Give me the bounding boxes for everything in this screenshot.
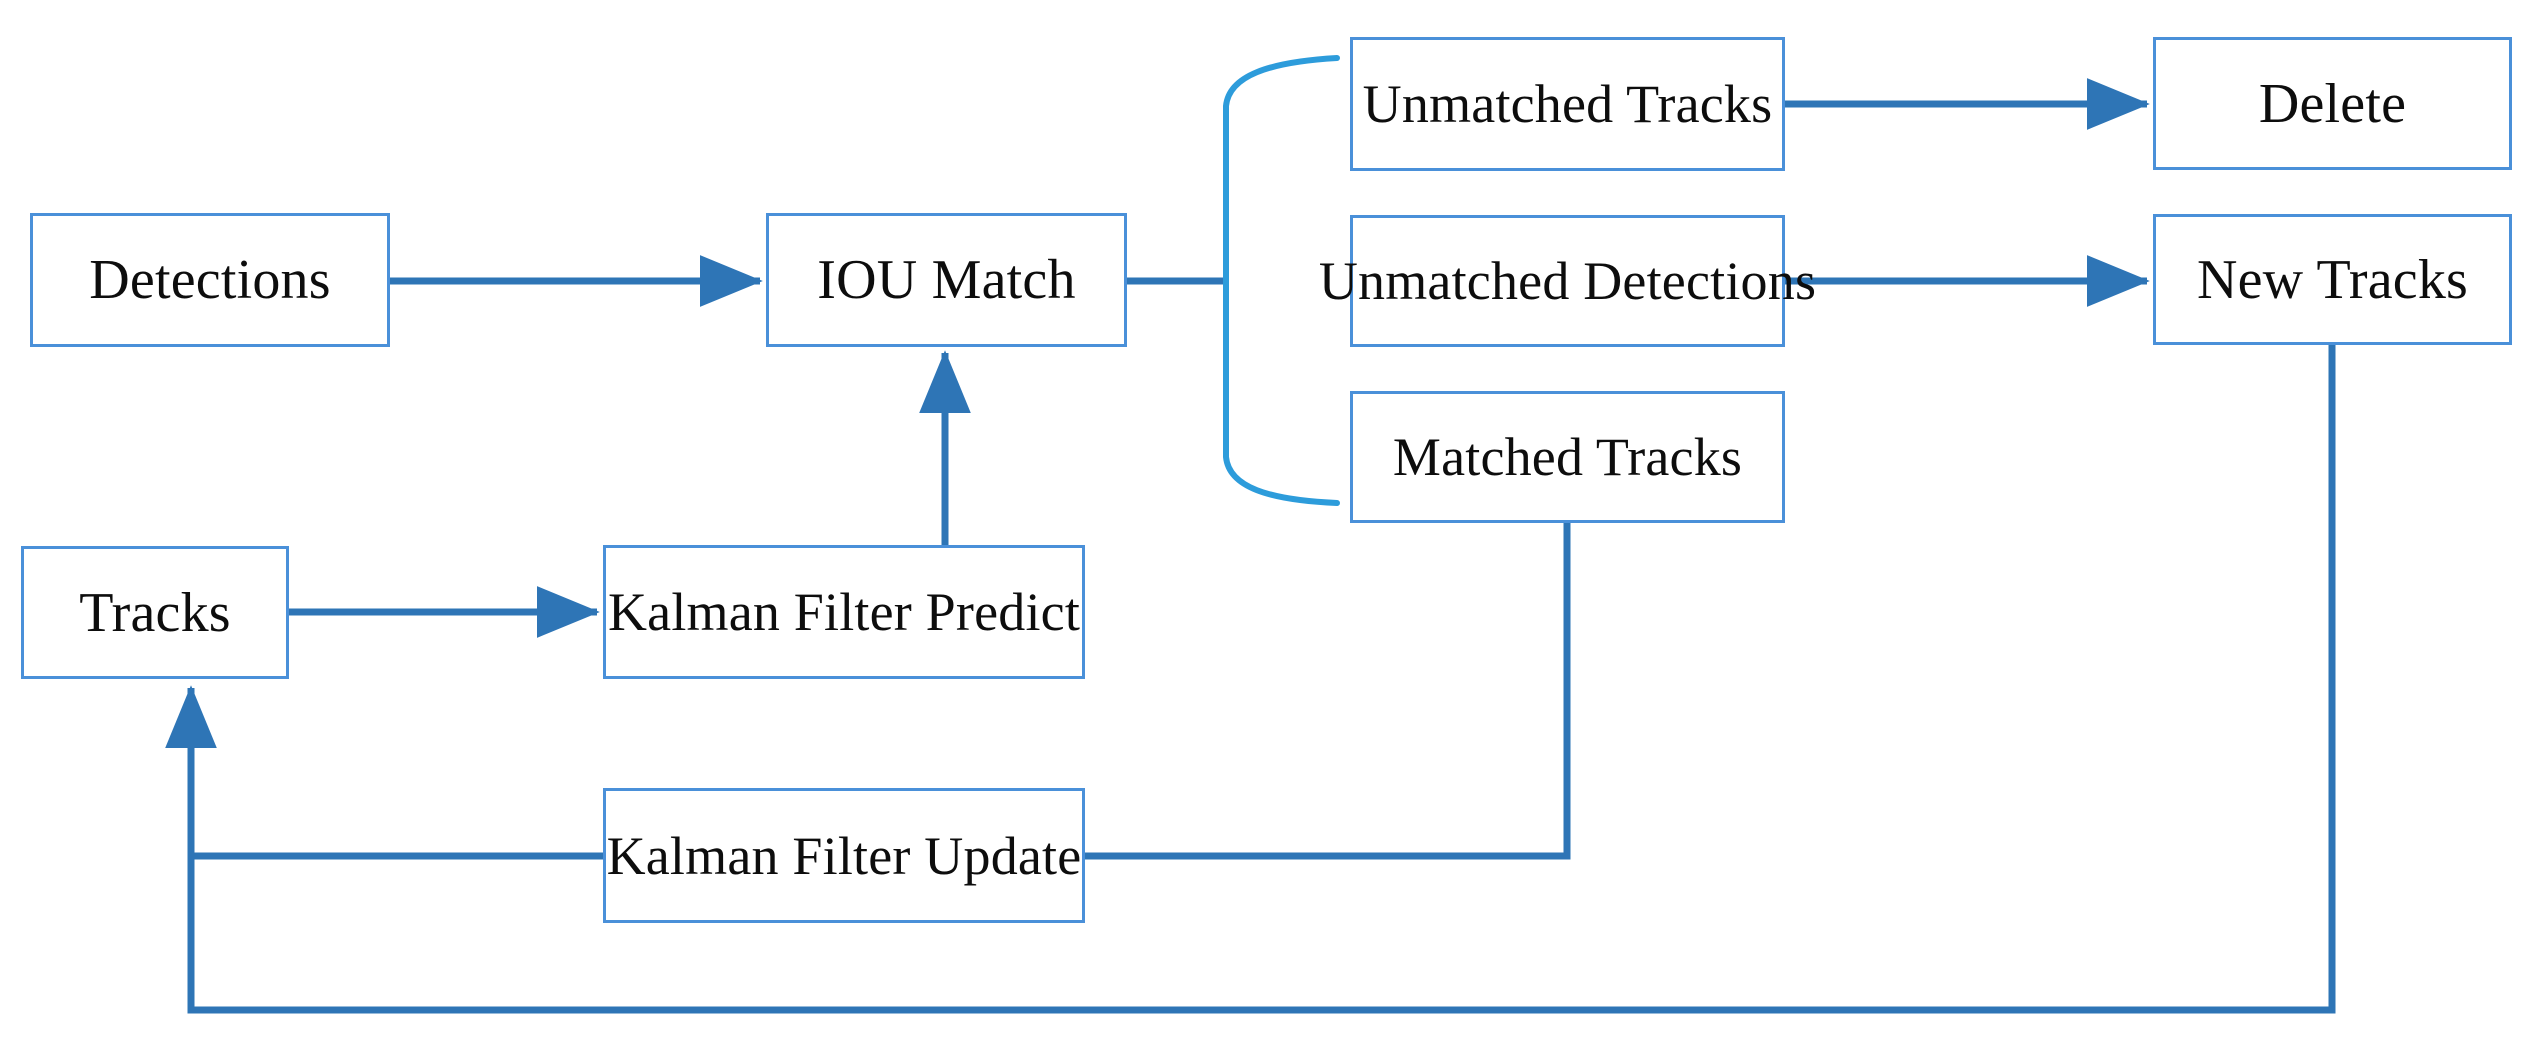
- node-kalman-filter-predict-label: Kalman Filter Predict: [607, 582, 1081, 642]
- node-unmatched-detections[interactable]: Unmatched Detections: [1319, 215, 1816, 347]
- edge-new-tracks-to-tracks: [187, 345, 2336, 1014]
- split-brace: [1223, 55, 1340, 506]
- node-kalman-filter-predict[interactable]: Kalman Filter Predict: [603, 545, 1085, 679]
- node-tracks-label: Tracks: [79, 581, 231, 644]
- node-unmatched-tracks[interactable]: Unmatched Tracks: [1350, 37, 1785, 171]
- node-kalman-filter-update[interactable]: Kalman Filter Update: [603, 788, 1085, 923]
- node-matched-tracks[interactable]: Matched Tracks: [1350, 391, 1785, 523]
- edge-matched-tracks-to-kalman-update: [1085, 523, 1571, 860]
- node-iou-match-label: IOU Match: [817, 249, 1076, 311]
- node-tracks[interactable]: Tracks: [21, 546, 289, 679]
- node-unmatched-tracks-label: Unmatched Tracks: [1362, 74, 1773, 134]
- node-unmatched-detections-label: Unmatched Detections: [1318, 251, 1817, 311]
- edge-kalman-update-to-tracks: [165, 685, 603, 860]
- node-delete-label: Delete: [2258, 72, 2407, 135]
- node-iou-match[interactable]: IOU Match: [766, 213, 1127, 347]
- node-kalman-filter-update-label: Kalman Filter Update: [606, 825, 1082, 886]
- node-detections-label: Detections: [89, 249, 331, 311]
- node-new-tracks-label: New Tracks: [2196, 248, 2469, 311]
- node-delete[interactable]: Delete: [2153, 37, 2512, 170]
- node-new-tracks[interactable]: New Tracks: [2153, 214, 2512, 345]
- node-detections[interactable]: Detections: [30, 213, 390, 347]
- node-matched-tracks-label: Matched Tracks: [1392, 427, 1743, 487]
